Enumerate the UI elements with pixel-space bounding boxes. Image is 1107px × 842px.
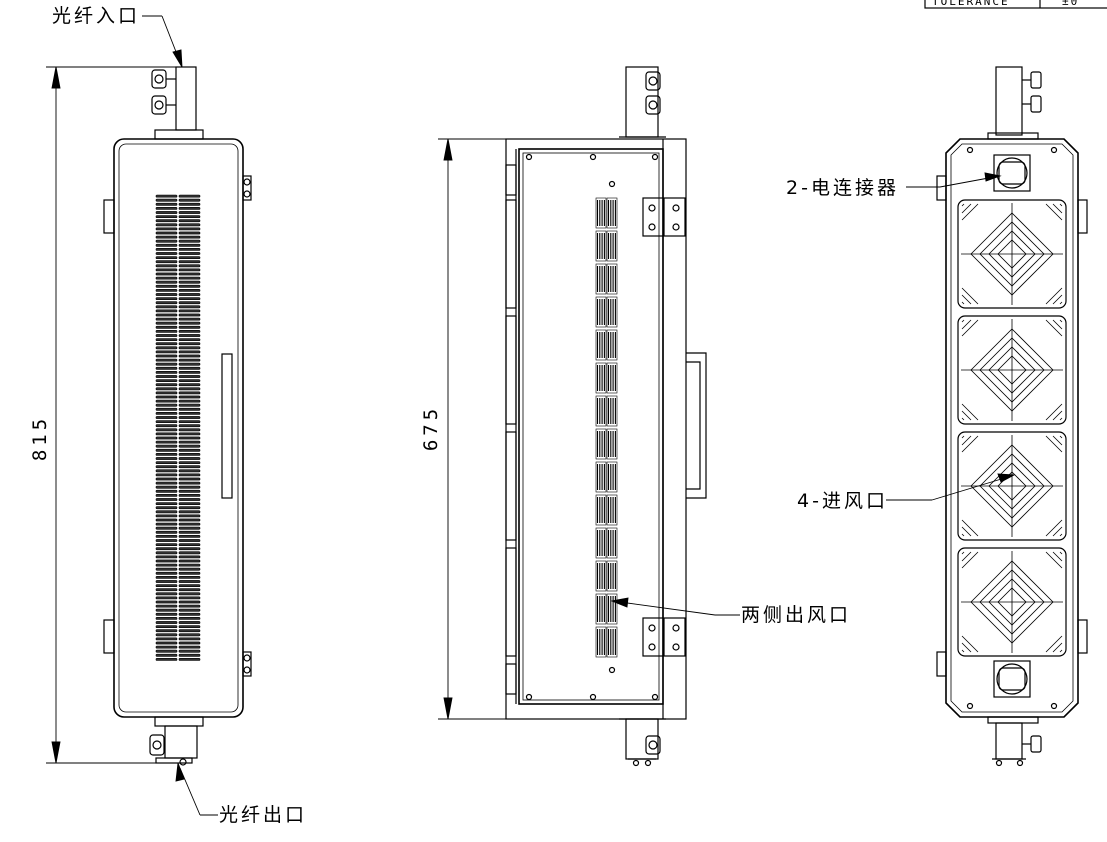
connector-bottom: [993, 660, 1031, 698]
intake-fans: [957, 199, 1067, 657]
label-fiber-in: 光纤入口: [52, 5, 140, 27]
dim-815: [46, 66, 176, 764]
right-view: 2-电连接器 4-进风口: [786, 66, 1088, 767]
intake-fan: [957, 315, 1067, 425]
dim-675-text: 675: [420, 405, 442, 451]
middle-vent-grille: [595, 197, 618, 658]
leader-connectors: [906, 172, 1002, 188]
label-side-outlets: 两侧出风口: [741, 604, 851, 626]
intake-fan: [957, 431, 1067, 541]
leader-side-outlets: [610, 597, 740, 616]
leader-fiber-in: [142, 15, 183, 68]
title-block: TOLERANCE ±0: [924, 0, 1107, 9]
tolerance-value: ±0: [1062, 0, 1079, 8]
dim-675: [438, 138, 506, 720]
left-vent-grille: [155, 194, 201, 661]
leader-intakes: [886, 473, 1016, 501]
dim-815-text: 815: [29, 415, 51, 461]
tolerance-label: TOLERANCE: [932, 0, 1010, 8]
intake-fan: [957, 547, 1067, 657]
middle-view: 675 两侧出风口: [420, 66, 851, 767]
label-connectors: 2-电连接器: [786, 177, 899, 199]
connector-top: [993, 154, 1031, 192]
intake-fan: [957, 199, 1067, 309]
leader-fiber-out: [175, 762, 218, 816]
label-fiber-out: 光纤出口: [219, 804, 307, 826]
label-intakes: 4-进风口: [797, 490, 888, 512]
left-view: 815 光纤入口 光纤出口: [29, 5, 307, 826]
